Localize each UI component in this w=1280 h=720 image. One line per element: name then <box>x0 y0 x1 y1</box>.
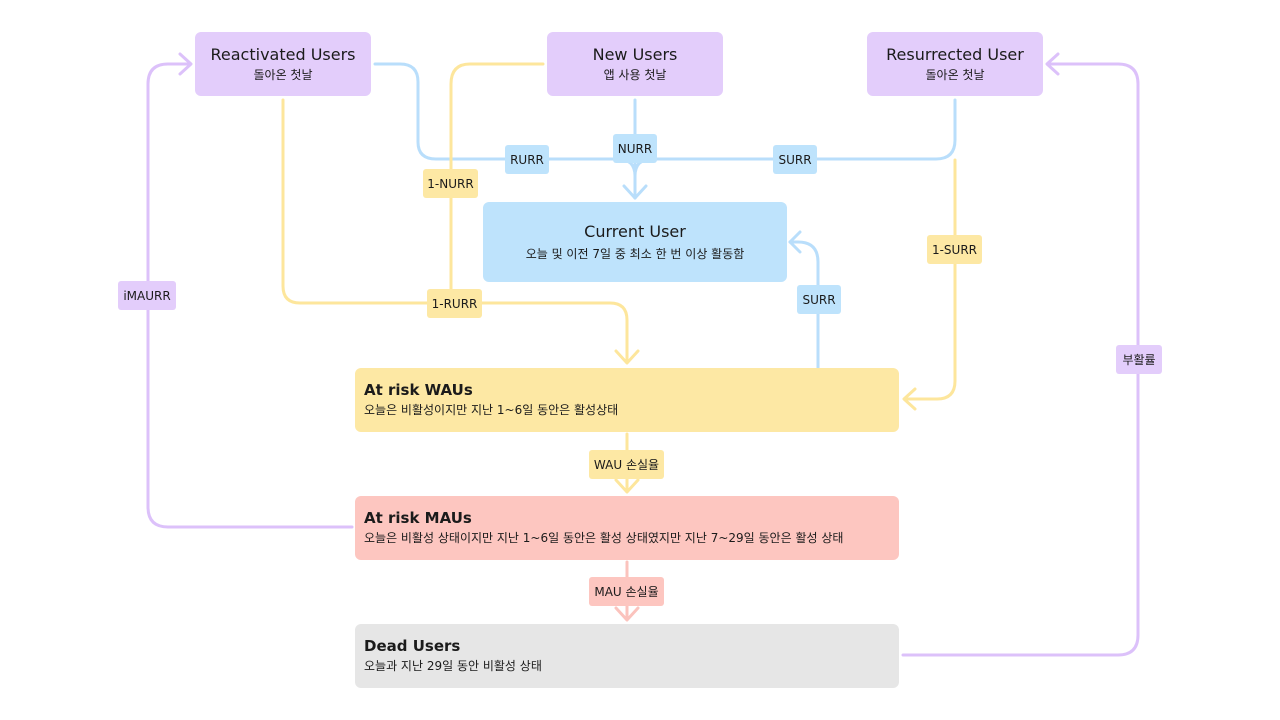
node-title: Current User <box>584 222 686 241</box>
node-subtitle: 오늘은 비활성이지만 지난 1~6일 동안은 활성상태 <box>364 403 619 417</box>
edge-label-1-surr: 1-SURR <box>927 235 982 264</box>
node-subtitle: 오늘은 비활성 상태이지만 지난 1~6일 동안은 활성 상태였지만 지난 7~… <box>364 531 844 545</box>
arrowhead-reactivated <box>178 52 193 76</box>
edge-mau-to-reactivated <box>146 62 354 529</box>
node-subtitle: 돌아온 첫날 <box>925 68 985 82</box>
node-subtitle: 돌아온 첫날 <box>253 68 313 82</box>
node-resurrected-user: Resurrected User 돌아온 첫날 <box>867 32 1043 96</box>
node-at-risk-waus: At risk WAUs 오늘은 비활성이지만 지난 1~6일 동안은 활성상태 <box>355 368 899 432</box>
arrowhead-current <box>622 184 648 200</box>
edge-label-rurr: RURR <box>505 145 549 174</box>
edge-label-1-nurr: 1-NURR <box>423 169 478 198</box>
edge-dead-to-resurrected <box>901 62 1140 657</box>
edge-label-wau-churn: WAU 손실율 <box>589 450 664 479</box>
arrowhead-wau-top <box>614 349 640 365</box>
edge-resurrected-to-wau <box>903 158 957 401</box>
edge-label-surr-back: SURR <box>797 285 841 314</box>
edge-reactivated-to-current <box>373 62 637 200</box>
arrowhead-wau-right <box>902 387 917 411</box>
edge-resurrected-to-current <box>633 98 957 178</box>
edge-label-imaurr: iMAURR <box>118 281 176 310</box>
node-title: Reactivated Users <box>210 45 356 64</box>
arrowhead-resurrected <box>1045 52 1060 76</box>
arrowhead-dead <box>614 606 640 622</box>
node-title: New Users <box>592 45 678 64</box>
edge-wau-back-to-current <box>788 240 820 370</box>
edge-label-resurrection-rate: 부활률 <box>1116 345 1162 374</box>
node-current-user: Current User 오늘 및 이전 7일 중 최소 한 번 이상 활동함 <box>483 202 787 282</box>
edge-label-surr-top: SURR <box>773 145 817 174</box>
edge-label-1-rurr: 1-RURR <box>427 289 482 318</box>
arrowhead-mau <box>614 478 640 494</box>
node-subtitle: 오늘 및 이전 7일 중 최소 한 번 이상 활동함 <box>525 247 745 261</box>
node-new-users: New Users 앱 사용 첫날 <box>547 32 723 96</box>
node-reactivated-users: Reactivated Users 돌아온 첫날 <box>195 32 371 96</box>
node-subtitle: 앱 사용 첫날 <box>603 68 667 82</box>
node-title: Dead Users <box>364 637 461 655</box>
edge-new-to-wau <box>449 62 545 305</box>
node-title: Resurrected User <box>886 45 1024 64</box>
node-title: At risk WAUs <box>364 381 473 399</box>
node-title: At risk MAUs <box>364 509 472 527</box>
edge-label-nurr: NURR <box>613 134 657 163</box>
node-subtitle: 오늘과 지난 29일 동안 비활성 상태 <box>364 659 542 673</box>
edge-label-mau-churn: MAU 손실율 <box>589 577 664 606</box>
arrowhead-current-right <box>788 230 802 254</box>
node-dead-users: Dead Users 오늘과 지난 29일 동안 비활성 상태 <box>355 624 899 688</box>
node-at-risk-maus: At risk MAUs 오늘은 비활성 상태이지만 지난 1~6일 동안은 활… <box>355 496 899 560</box>
